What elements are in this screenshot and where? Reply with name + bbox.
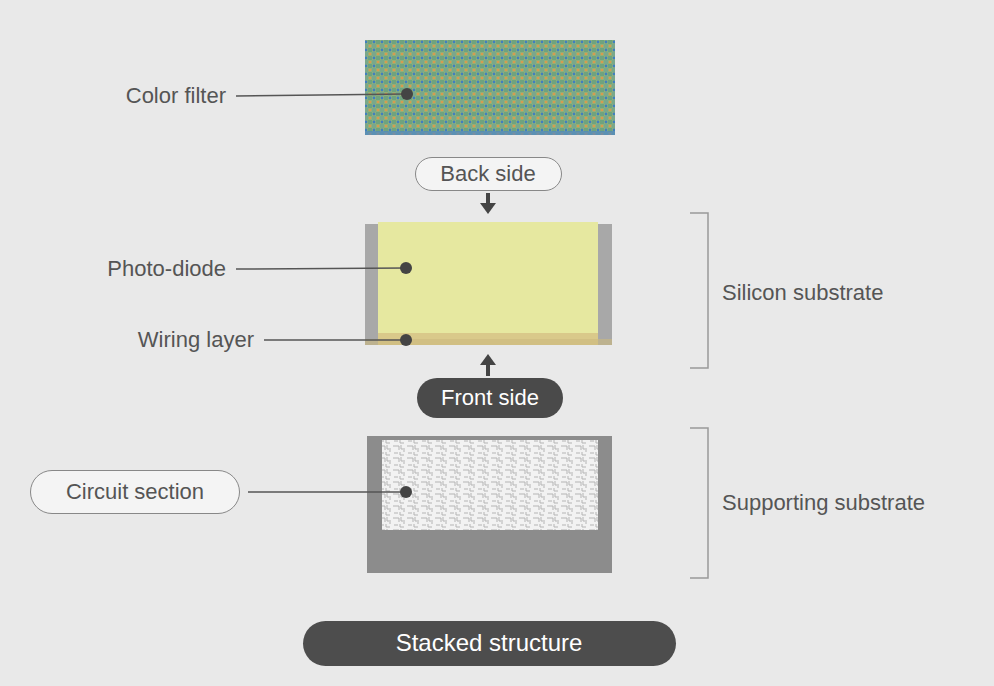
- pill-text: Back side: [440, 161, 535, 187]
- brackets: [690, 213, 708, 578]
- pill-text: Circuit section: [66, 479, 204, 505]
- part-label: Silicon substrate: [722, 280, 883, 306]
- supporting-substrate-block: [367, 436, 612, 573]
- color-filter-layer: [365, 40, 615, 135]
- part-label: Photo-diode: [107, 256, 226, 282]
- part-label: Color filter: [126, 83, 226, 109]
- back-side-pill: Back side: [415, 157, 562, 191]
- part-label: Supporting substrate: [722, 490, 925, 516]
- back-side-arrow: [480, 193, 496, 214]
- part-label: Wiring layer: [138, 327, 254, 353]
- leader-lines: [236, 94, 407, 492]
- pill-text: Stacked structure: [396, 629, 583, 657]
- leader-dots: [400, 88, 413, 498]
- pill-text: Front side: [441, 385, 539, 411]
- front-side-arrow: [480, 354, 496, 376]
- silicon-substrate-block: [365, 222, 612, 345]
- front-side-pill: Front side: [417, 378, 563, 418]
- circuit-section-pill: Circuit section: [30, 470, 240, 514]
- title-pill: Stacked structure: [303, 621, 676, 666]
